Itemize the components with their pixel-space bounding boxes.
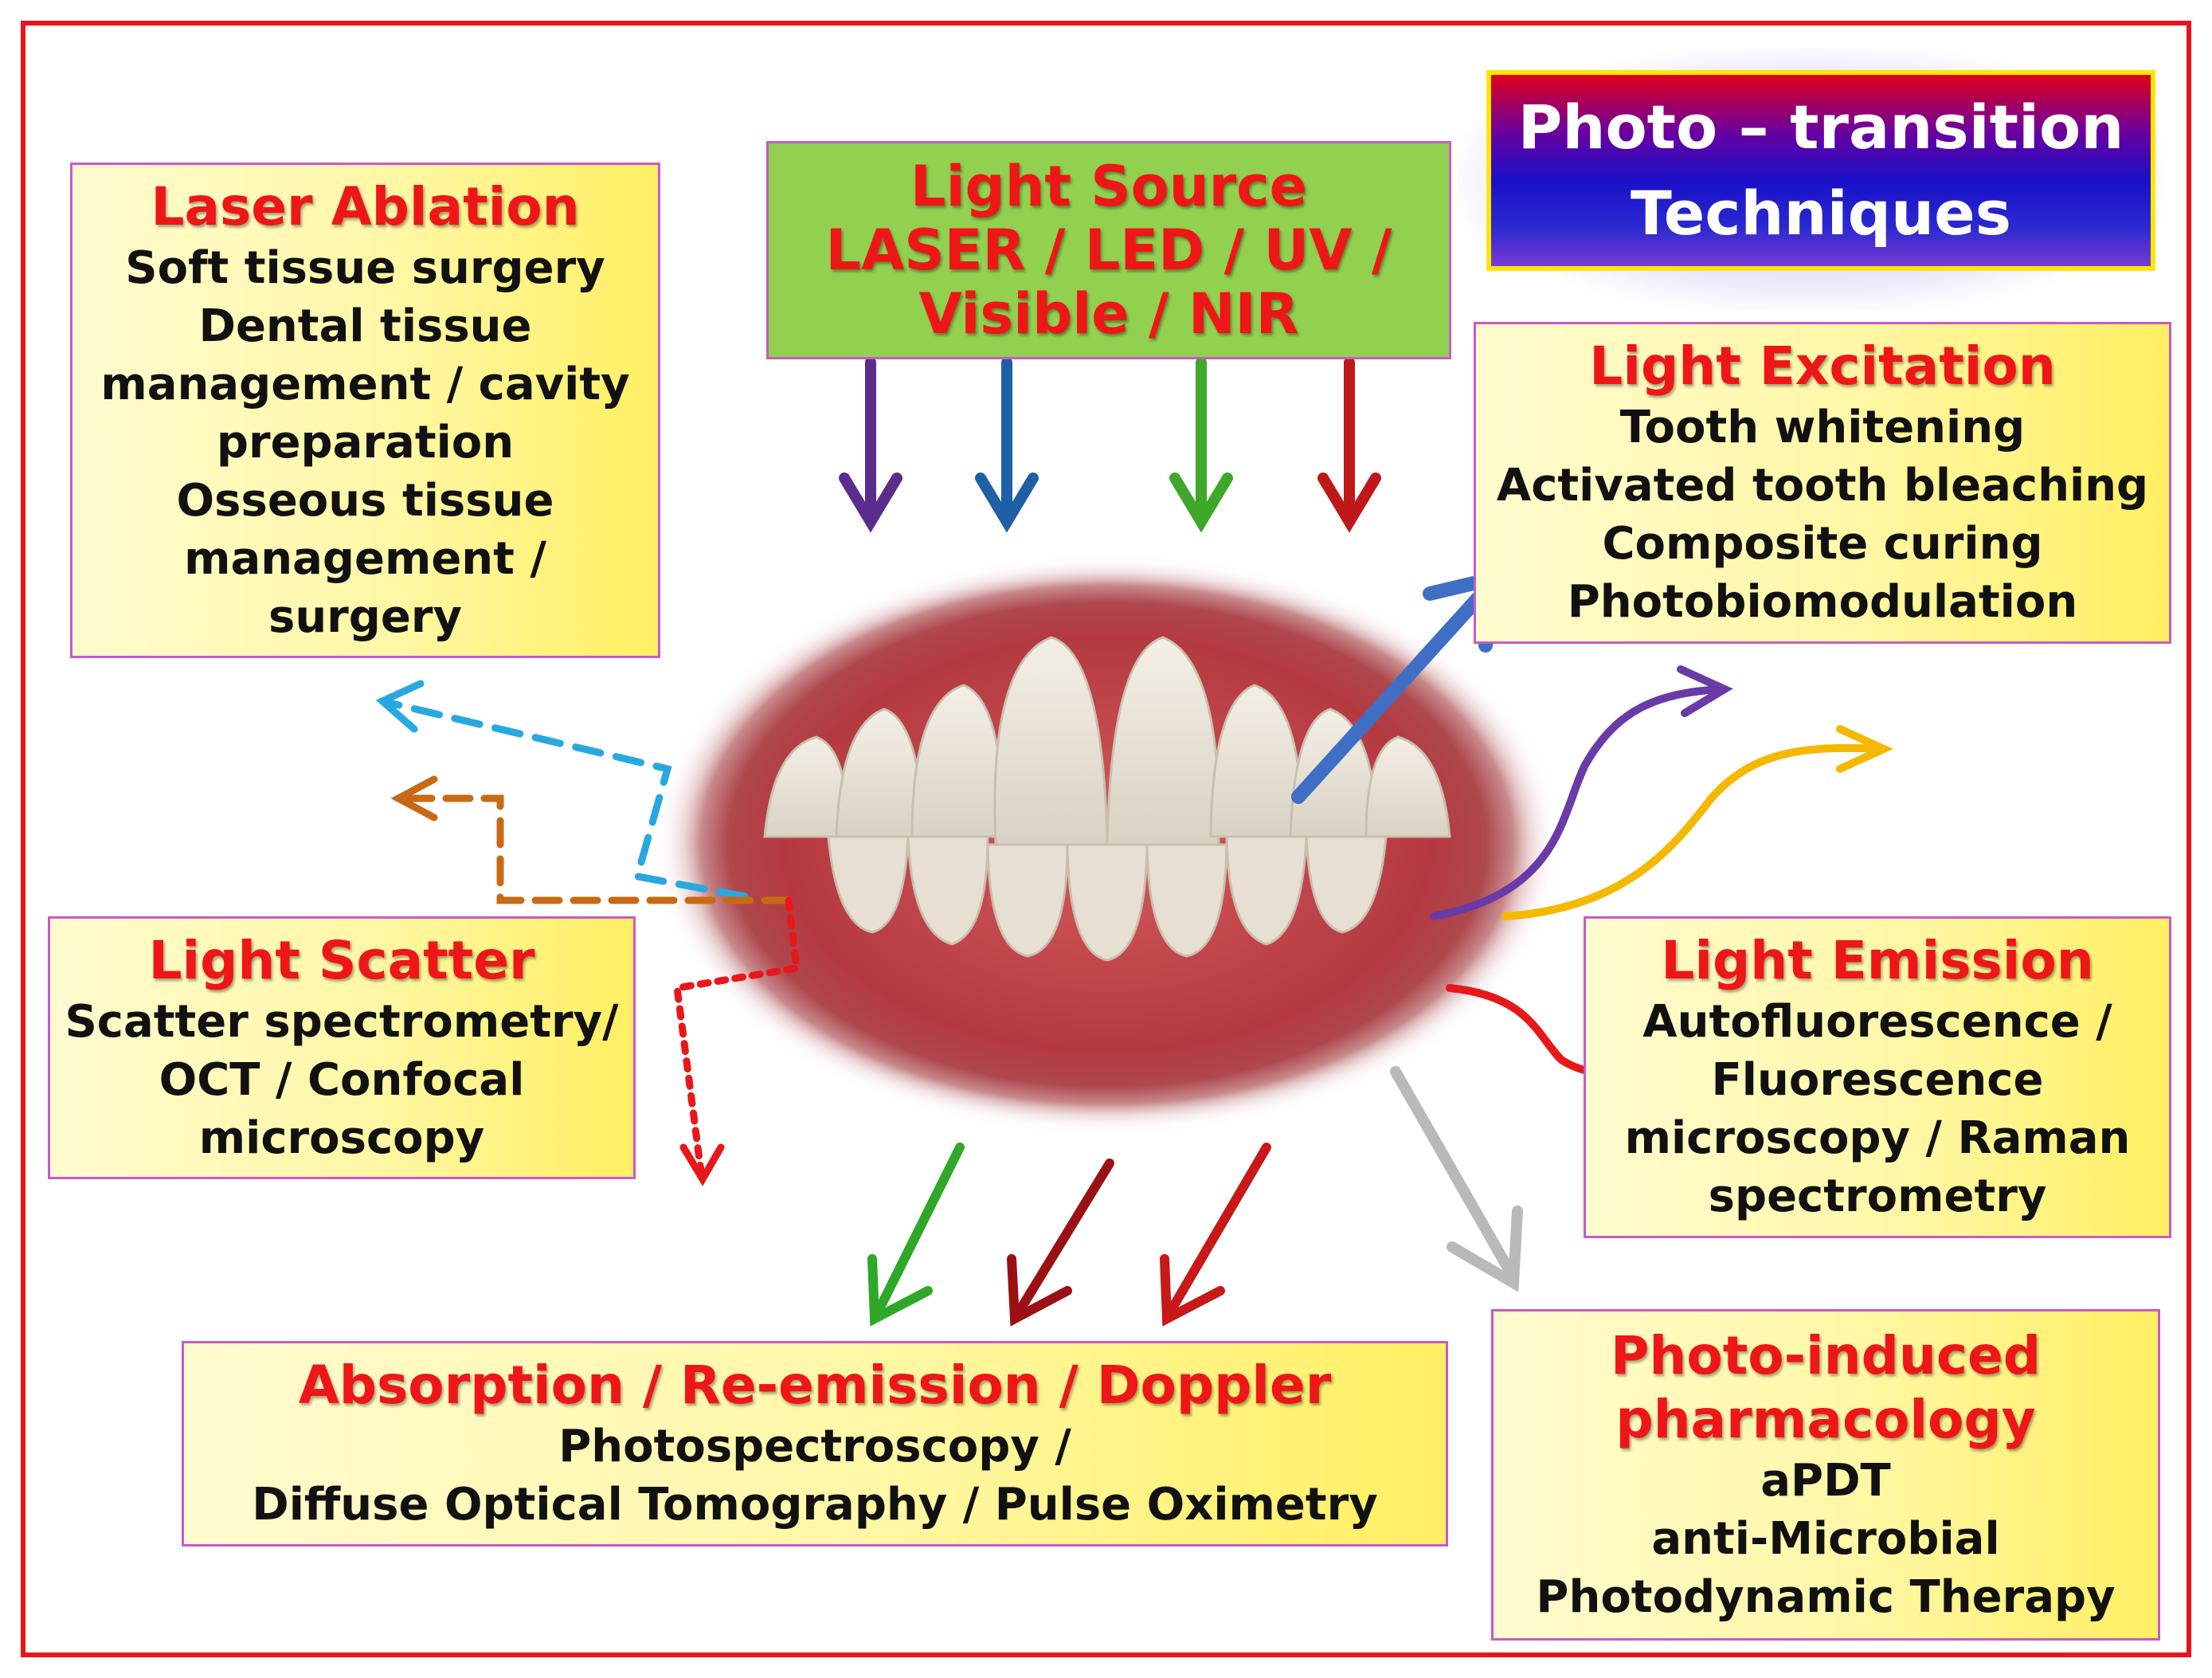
teeth-illustration [645, 550, 1569, 1139]
light-excitation-line: Activated tooth bleaching [1496, 460, 2149, 512]
light-source-box: Light Source LASER / LED / UV / Visible … [766, 141, 1451, 359]
laser-ablation-line: Osseous tissue [176, 474, 554, 527]
arrow-pharmacology-grey [1390, 1066, 1523, 1292]
absorption-line: Photospectroscopy / [558, 1421, 1071, 1472]
light-scatter-line: Scatter spectrometry/ [65, 995, 619, 1048]
laser-ablation-line: Soft tissue surgery [125, 241, 605, 294]
pharmacology-line: Photodynamic Therapy [1536, 1570, 2116, 1623]
arrow-absorption-darkred [1007, 1159, 1114, 1327]
laser-ablation-line: management / [184, 532, 546, 585]
light-emission-line: spectrometry [1708, 1170, 2047, 1222]
arrow-curve-yellow [1501, 725, 1894, 920]
light-scatter-line: OCT / Confocal [159, 1053, 525, 1106]
arrow-blue-down [975, 357, 1039, 533]
laser-ablation-line: surgery [268, 590, 462, 643]
light-emission-line: microscopy / Raman [1624, 1112, 2131, 1164]
light-scatter-line: microscopy [198, 1111, 485, 1164]
arrow-ablation-dashed [375, 680, 749, 900]
light-excitation-box: Light Excitation Tooth whitening Activat… [1474, 322, 2171, 644]
pharmacology-line: aPDT [1760, 1454, 1891, 1507]
light-excitation-line: Composite curing [1602, 518, 2043, 570]
light-emission-line: Autofluorescence / [1642, 996, 2112, 1048]
header-line-2: Techniques [1631, 178, 2011, 249]
arrow-curve-purple [1430, 665, 1733, 920]
laser-ablation-line: Dental tissue [198, 300, 532, 352]
light-excitation-title: Light Excitation [1589, 335, 2056, 397]
laser-ablation-line: management / cavity [100, 358, 630, 410]
arrow-purple-down [839, 357, 902, 533]
light-emission-title: Light Emission [1661, 930, 2094, 991]
pharmacology-title-2: pharmacology [1615, 1388, 2036, 1450]
light-scatter-title: Light Scatter [148, 929, 535, 991]
light-emission-line: Fluorescence [1711, 1054, 2044, 1106]
pharmacology-line: anti-Microbial [1651, 1512, 2000, 1565]
pharmacology-title-1: Photo-induced [1611, 1324, 2041, 1386]
source-title-2: LASER / LED / UV / [825, 218, 1392, 283]
absorption-line: Diffuse Optical Tomography / Pulse Oxime… [252, 1479, 1378, 1531]
pharmacology-box: Photo-induced pharmacology aPDT anti-Mic… [1491, 1309, 2160, 1641]
laser-ablation-line: preparation [216, 416, 515, 469]
arrow-excitation [1291, 568, 1507, 804]
source-title-1: Light Source [910, 154, 1308, 219]
light-emission-box: Light Emission Autofluorescence / Fluore… [1584, 916, 2171, 1238]
arrow-scatter-red-dotted [672, 896, 801, 1186]
laser-ablation-box: Laser Ablation Soft tissue surgery Denta… [70, 163, 660, 658]
laser-ablation-title: Laser Ablation [151, 175, 580, 237]
red-frame [21, 21, 2191, 1657]
light-scatter-box: Light Scatter Scatter spectrometry/ OCT … [48, 916, 636, 1179]
arrow-absorption-red [1160, 1143, 1271, 1327]
header-box: Photo – transition Techniques [1486, 70, 2155, 271]
arrow-scatter-dashed [390, 775, 793, 904]
light-excitation-line: Photobiomodulation [1567, 576, 2078, 628]
absorption-box: Absorption / Re-emission / Doppler Photo… [182, 1341, 1448, 1547]
light-excitation-line: Tooth whitening [1619, 402, 2026, 453]
source-title-3: Visible / NIR [918, 281, 1299, 347]
arrow-absorption-green [867, 1143, 965, 1327]
header-line-1: Photo – transition [1517, 92, 2124, 163]
arrow-green-down [1169, 357, 1233, 533]
arrow-red-down [1317, 357, 1381, 533]
absorption-title: Absorption / Re-emission / Doppler [298, 1355, 1332, 1416]
